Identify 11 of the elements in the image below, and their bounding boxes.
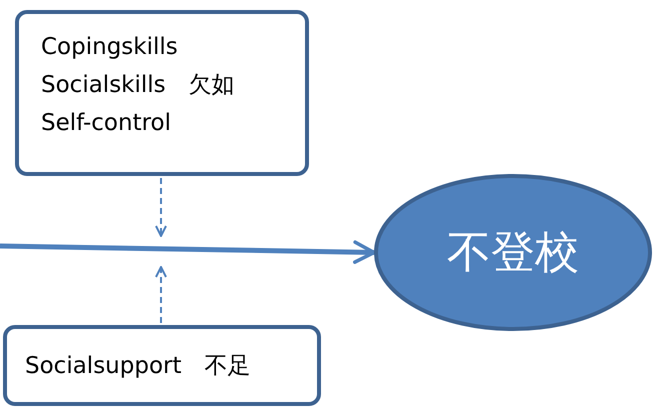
arrow <box>0 240 376 264</box>
ellipse-text: 不登校 <box>447 226 579 280</box>
box-text: Copingskills <box>41 33 179 62</box>
box-text: Socialsupport 不足 <box>25 352 252 381</box>
text-box <box>15 10 309 176</box>
arrow <box>155 266 167 323</box>
arrow <box>155 178 167 237</box>
outcome-ellipse <box>374 174 652 331</box>
box-text: Self-control <box>41 109 172 138</box>
text-box <box>3 325 321 406</box>
box-text: Socialskills 欠如 <box>41 71 236 100</box>
